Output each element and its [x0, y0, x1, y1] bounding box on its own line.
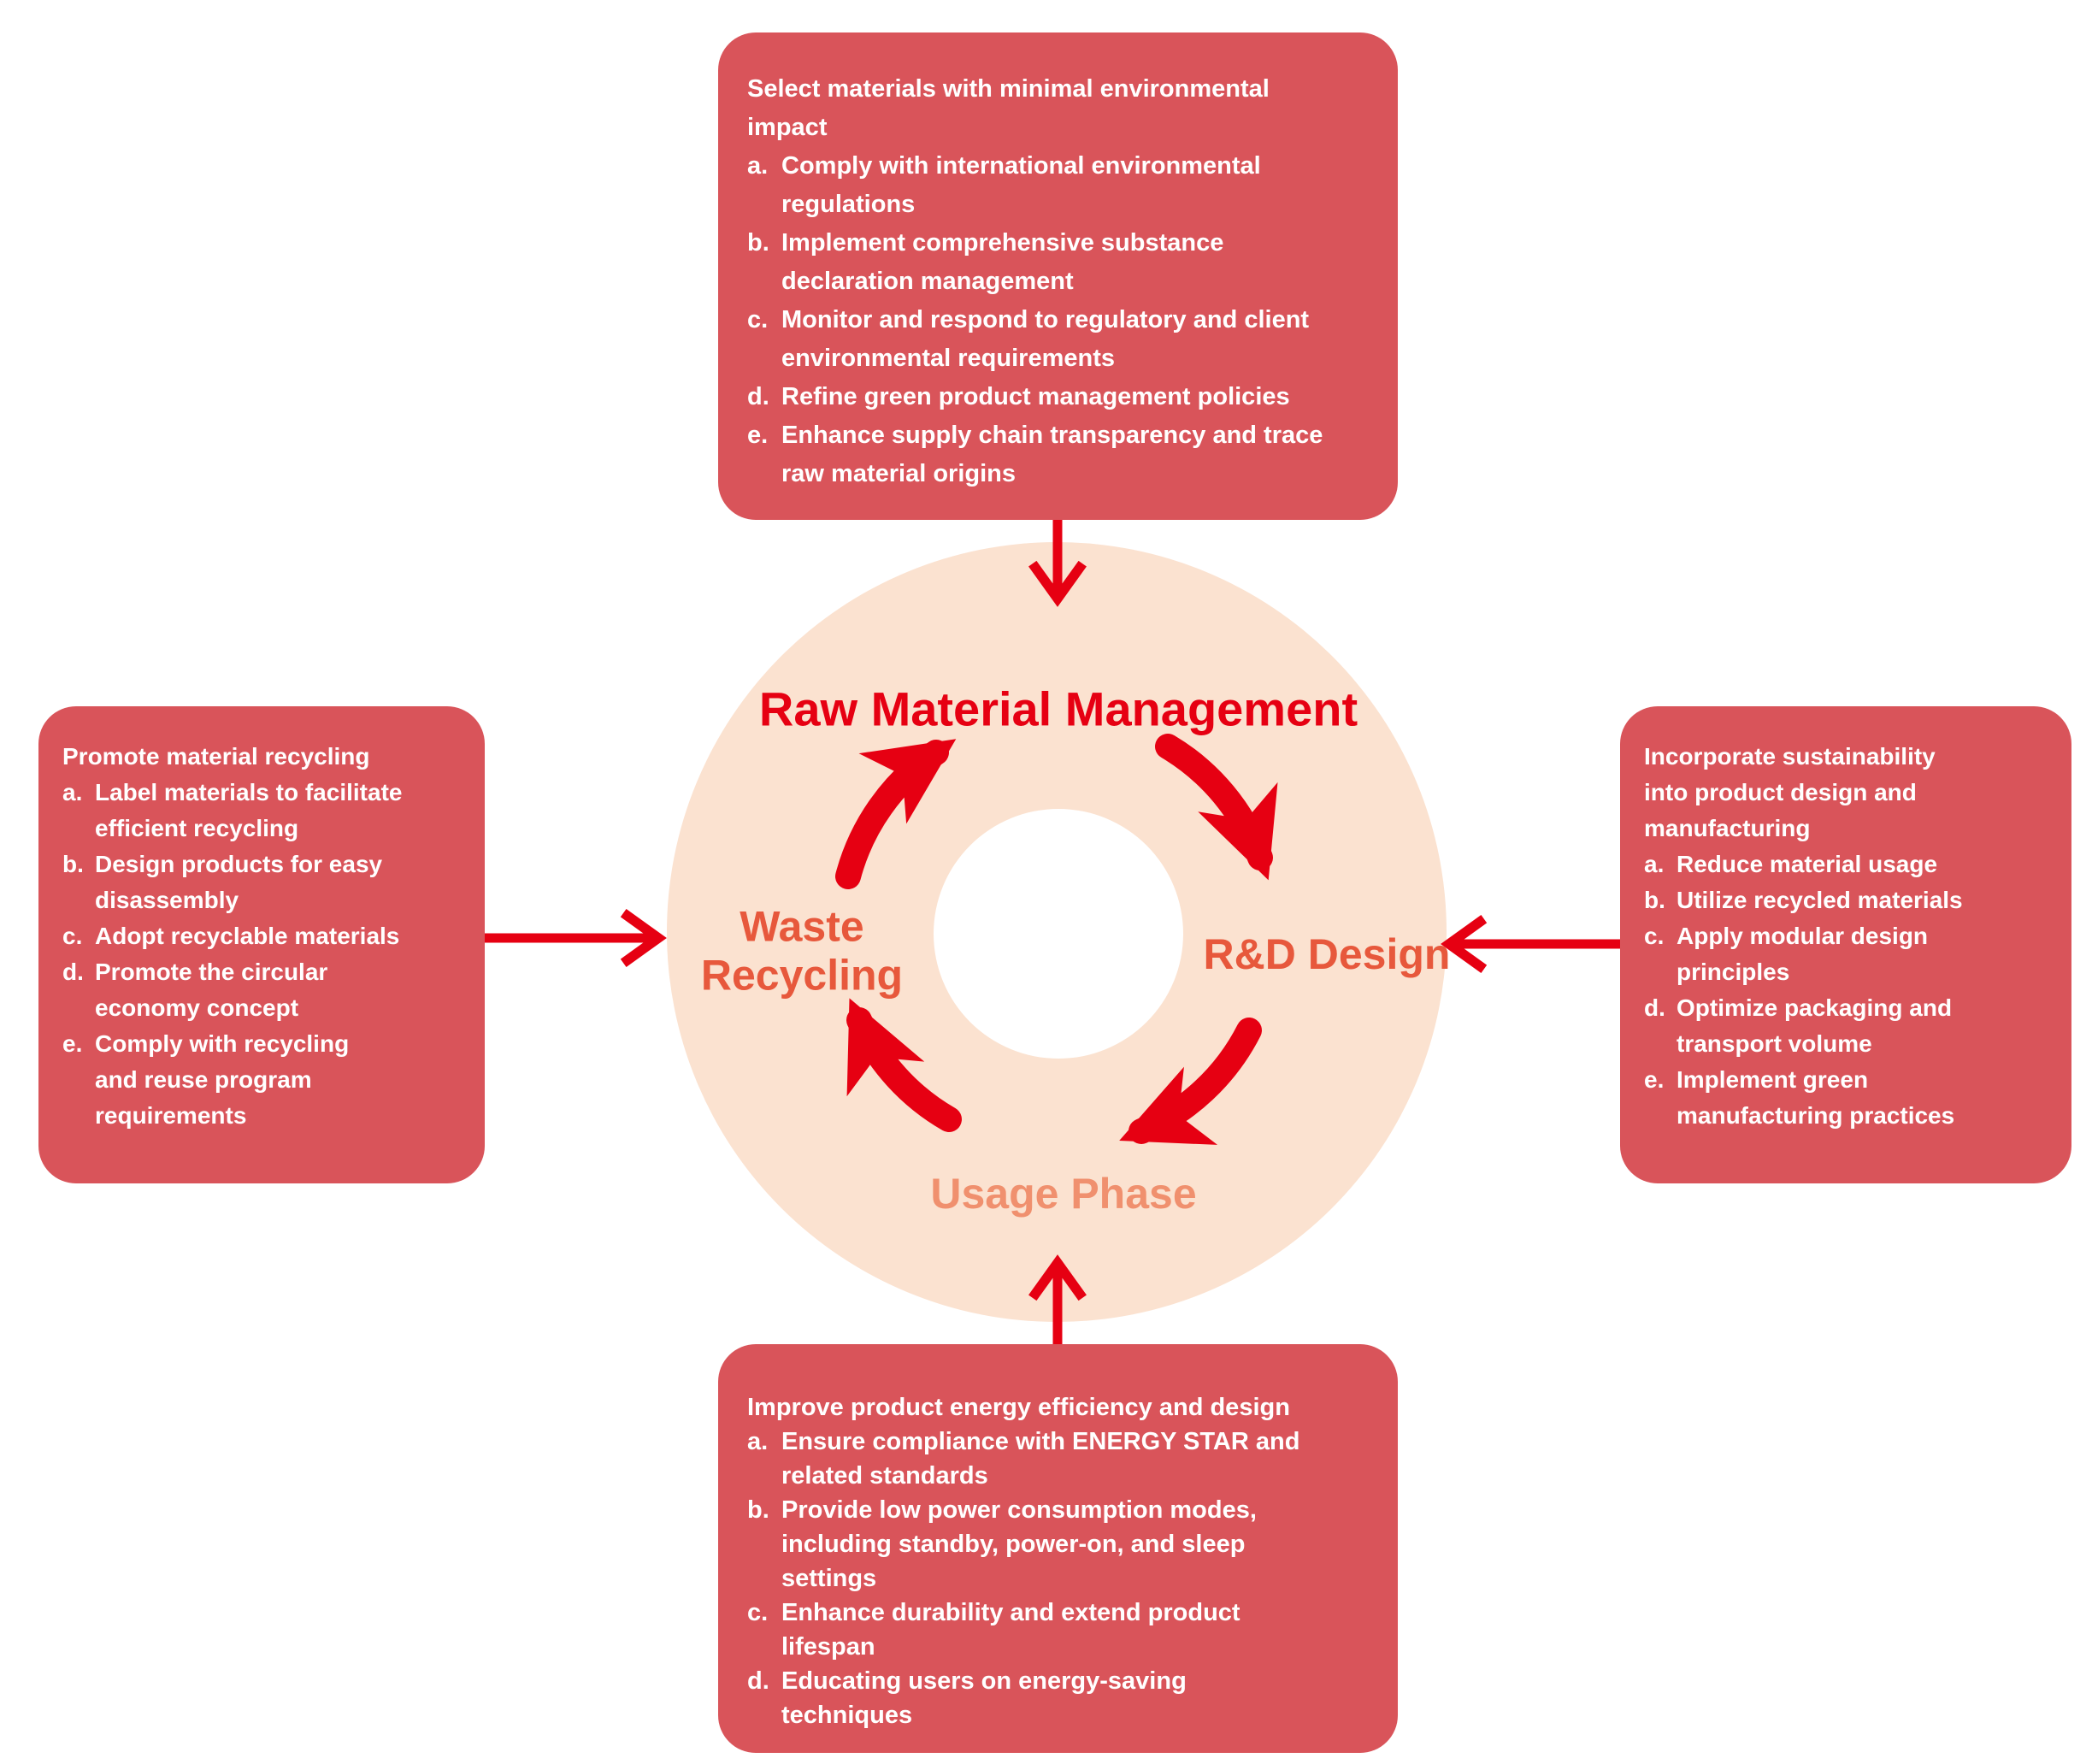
callout-item: d. Educating users on energy-saving techn…: [747, 1664, 1374, 1732]
item-letter: a.: [62, 779, 83, 805]
item-text: Provide low power consumption modes, inc…: [781, 1496, 1257, 1592]
phase-label-waste-recycling: Waste Recycling: [700, 902, 904, 1000]
item-text: Optimize packaging and transport volume: [1677, 994, 1953, 1057]
item-letter: e.: [747, 422, 769, 449]
item-text: Promote the circular economy concept: [95, 959, 328, 1021]
item-letter: c.: [1644, 923, 1665, 949]
callout-intro: Select materials with minimal environmen…: [747, 75, 1270, 141]
cycle-arrow-bottom-left-icon: [846, 998, 962, 1132]
item-text: Utilize recycled materials: [1677, 887, 1963, 913]
item-letter: d.: [62, 959, 84, 985]
item-text: Implement comprehensive substance declar…: [781, 229, 1224, 295]
item-text: Enhance durability and extend product li…: [781, 1599, 1240, 1661]
callout-item: a. Ensure compliance with ENERGY STAR and…: [747, 1425, 1374, 1493]
item-letter: c.: [747, 1599, 769, 1626]
item-letter: d.: [1644, 994, 1665, 1021]
item-letter: d.: [747, 383, 769, 410]
callout-item: c. Adopt recyclable materials: [62, 918, 466, 954]
cycle-arrow-bottom-right-icon: [1119, 1018, 1262, 1145]
item-letter: a.: [1644, 851, 1665, 877]
callout-intro: Incorporate sustainability into product …: [1644, 743, 1936, 841]
item-letter: c.: [62, 923, 83, 949]
callout-item: e. Enhance supply chain transparency and …: [747, 416, 1374, 493]
cycle-arrow-top-right-icon: [1155, 734, 1278, 881]
item-text: Apply modular design principles: [1677, 923, 1929, 985]
item-letter: a.: [747, 152, 769, 180]
callout-item: a. Label materials to facilitate efficien…: [62, 775, 466, 847]
callout-item: c. Monitor and respond to regulatory and …: [747, 301, 1374, 378]
callout-waste-recycling: Promote material recycling a. Label mater…: [38, 706, 485, 1183]
callout-item: e. Comply with recycling and reuse progra…: [62, 1026, 466, 1134]
item-letter: b.: [1644, 887, 1665, 913]
callout-item: a. Reduce material usage: [1644, 847, 2053, 882]
item-text: Monitor and respond to regulatory and cl…: [781, 306, 1310, 372]
callout-item: b. Implement comprehensive substance decl…: [747, 224, 1374, 301]
item-letter: d.: [747, 1667, 769, 1695]
callout-intro: Promote material recycling: [62, 743, 370, 770]
item-letter: b.: [62, 851, 84, 877]
item-text: Comply with international environmental …: [781, 152, 1261, 218]
item-text: Reduce material usage: [1677, 851, 1938, 877]
item-letter: e.: [62, 1030, 83, 1057]
item-letter: e.: [1644, 1066, 1665, 1093]
item-text: Design products for easy disassembly: [95, 851, 383, 913]
item-text: Refine green product management policies: [781, 383, 1290, 410]
callout-item: b. Design products for easy disassembly: [62, 847, 466, 918]
item-letter: b.: [747, 1496, 769, 1524]
item-text: Implement green manufacturing practices: [1677, 1066, 1955, 1129]
phase-label-usage-phase: Usage Phase: [930, 1169, 1197, 1218]
item-text: Label materials to facilitate efficient …: [95, 779, 403, 841]
phase-label-raw-material-management: Raw Material Management: [758, 681, 1358, 736]
callout-rd-design: Incorporate sustainability into product …: [1620, 706, 2071, 1183]
callout-item: d. Optimize packaging and transport volum…: [1644, 990, 2053, 1062]
callout-item: c. Apply modular design principles: [1644, 918, 2053, 990]
item-letter: a.: [747, 1428, 769, 1455]
item-text: Enhance supply chain transparency and tr…: [781, 422, 1323, 487]
cycle-arrow-top-left-icon: [835, 739, 957, 889]
callout-item: e. Implement green manufacturing practice…: [1644, 1062, 2053, 1134]
callout-item: d. Refine green product management polici…: [747, 378, 1374, 416]
phase-label-rd-design: R&D Design: [1203, 929, 1451, 978]
item-letter: b.: [747, 229, 769, 257]
item-letter: c.: [747, 306, 769, 333]
item-text: Educating users on energy-saving techniq…: [781, 1667, 1187, 1729]
item-text: Comply with recycling and reuse program …: [95, 1030, 350, 1129]
callout-usage-phase: Improve product energy efficiency and de…: [718, 1344, 1398, 1753]
item-text: Ensure compliance with ENERGY STAR and r…: [781, 1428, 1300, 1490]
callout-item: c. Enhance durability and extend product …: [747, 1596, 1374, 1664]
item-text: Adopt recyclable materials: [95, 923, 400, 949]
lifecycle-ring-hole: [934, 809, 1183, 1059]
callout-intro: Improve product energy efficiency and de…: [747, 1394, 1290, 1421]
callout-item: b. Utilize recycled materials: [1644, 882, 2053, 918]
callout-item: a. Comply with international environmenta…: [747, 147, 1374, 224]
callout-item: b. Provide low power consumption modes, i…: [747, 1493, 1374, 1596]
callout-raw-material-management: Select materials with minimal environmen…: [718, 32, 1398, 520]
callout-item: d. Promote the circular economy concept: [62, 954, 466, 1026]
